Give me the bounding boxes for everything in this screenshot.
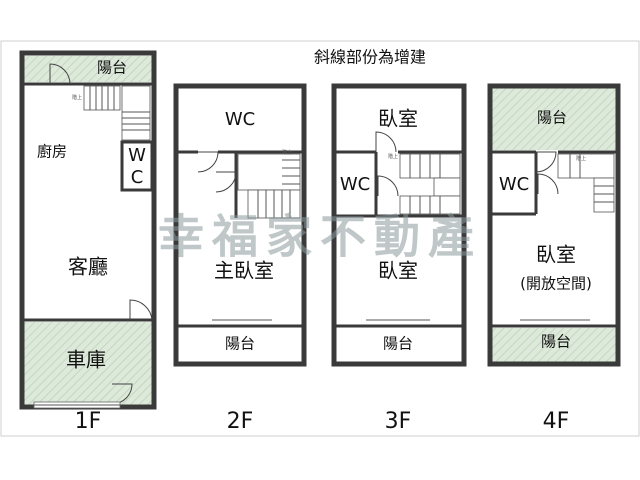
f1-wc-label-bottom: C [131,167,144,188]
floor-4f: 階上 陽台 WC 臥室 (開放空間) 陽台 4F [487,83,621,434]
f1-floor-label: 1F [75,409,102,434]
f4-balcony-top-hatch [492,88,616,150]
f1-balcony-hatch [24,56,152,82]
f1-wc-label-top: W [128,145,146,166]
f4-balcony-top-label: 陽台 [537,109,567,127]
page-frame [0,40,640,437]
f2-balcony-label: 陽台 [225,335,255,353]
f4-balcony-bottom-hatch [492,328,616,362]
f2-wc-label: WC [225,109,255,130]
f1-living-label: 客廳 [68,255,108,279]
f2-master-bedroom-label: 主臥室 [214,259,274,283]
f1-garage-label: 車庫 [66,348,106,372]
f4-balcony-bottom-label: 陽台 [541,333,571,351]
f3-floor-label: 3F [385,409,412,434]
f4-wc-label: WC [499,174,529,195]
f3-stair-label: 階上 [388,153,398,160]
f1-kitchen-label: 廚房 [37,143,67,161]
watermark-text: 幸福家不動產 [158,210,482,264]
f3-wc-label: WC [340,174,370,195]
f3-balcony-label: 陽台 [383,335,413,353]
f4-bedroom-label: 臥室 [536,243,576,267]
f1-balcony-label: 陽台 [97,59,127,77]
floor-2f: 階上 WC 主臥室 陽台 2F [173,83,307,434]
extension-note: 斜線部份為增建 [314,48,426,67]
f4-floor-label: 4F [543,409,570,434]
floor-1f: 階上 陽台 廚房 W C 客廳 車庫 1F [19,50,157,434]
f3-bedroom-top-label: 臥室 [378,107,418,131]
f1-stair-label: 階上 [72,94,82,101]
f4-bedroom-note: (開放空間) [520,275,592,293]
f2-floor-label: 2F [227,409,254,434]
floor-3f: 階上 臥室 WC 臥室 陽台 3F [331,83,467,434]
f4-stair-label: 階上 [576,155,586,162]
f3-bedroom-bottom-label: 臥室 [378,259,418,283]
f2-stair-label: 階上 [282,149,292,156]
